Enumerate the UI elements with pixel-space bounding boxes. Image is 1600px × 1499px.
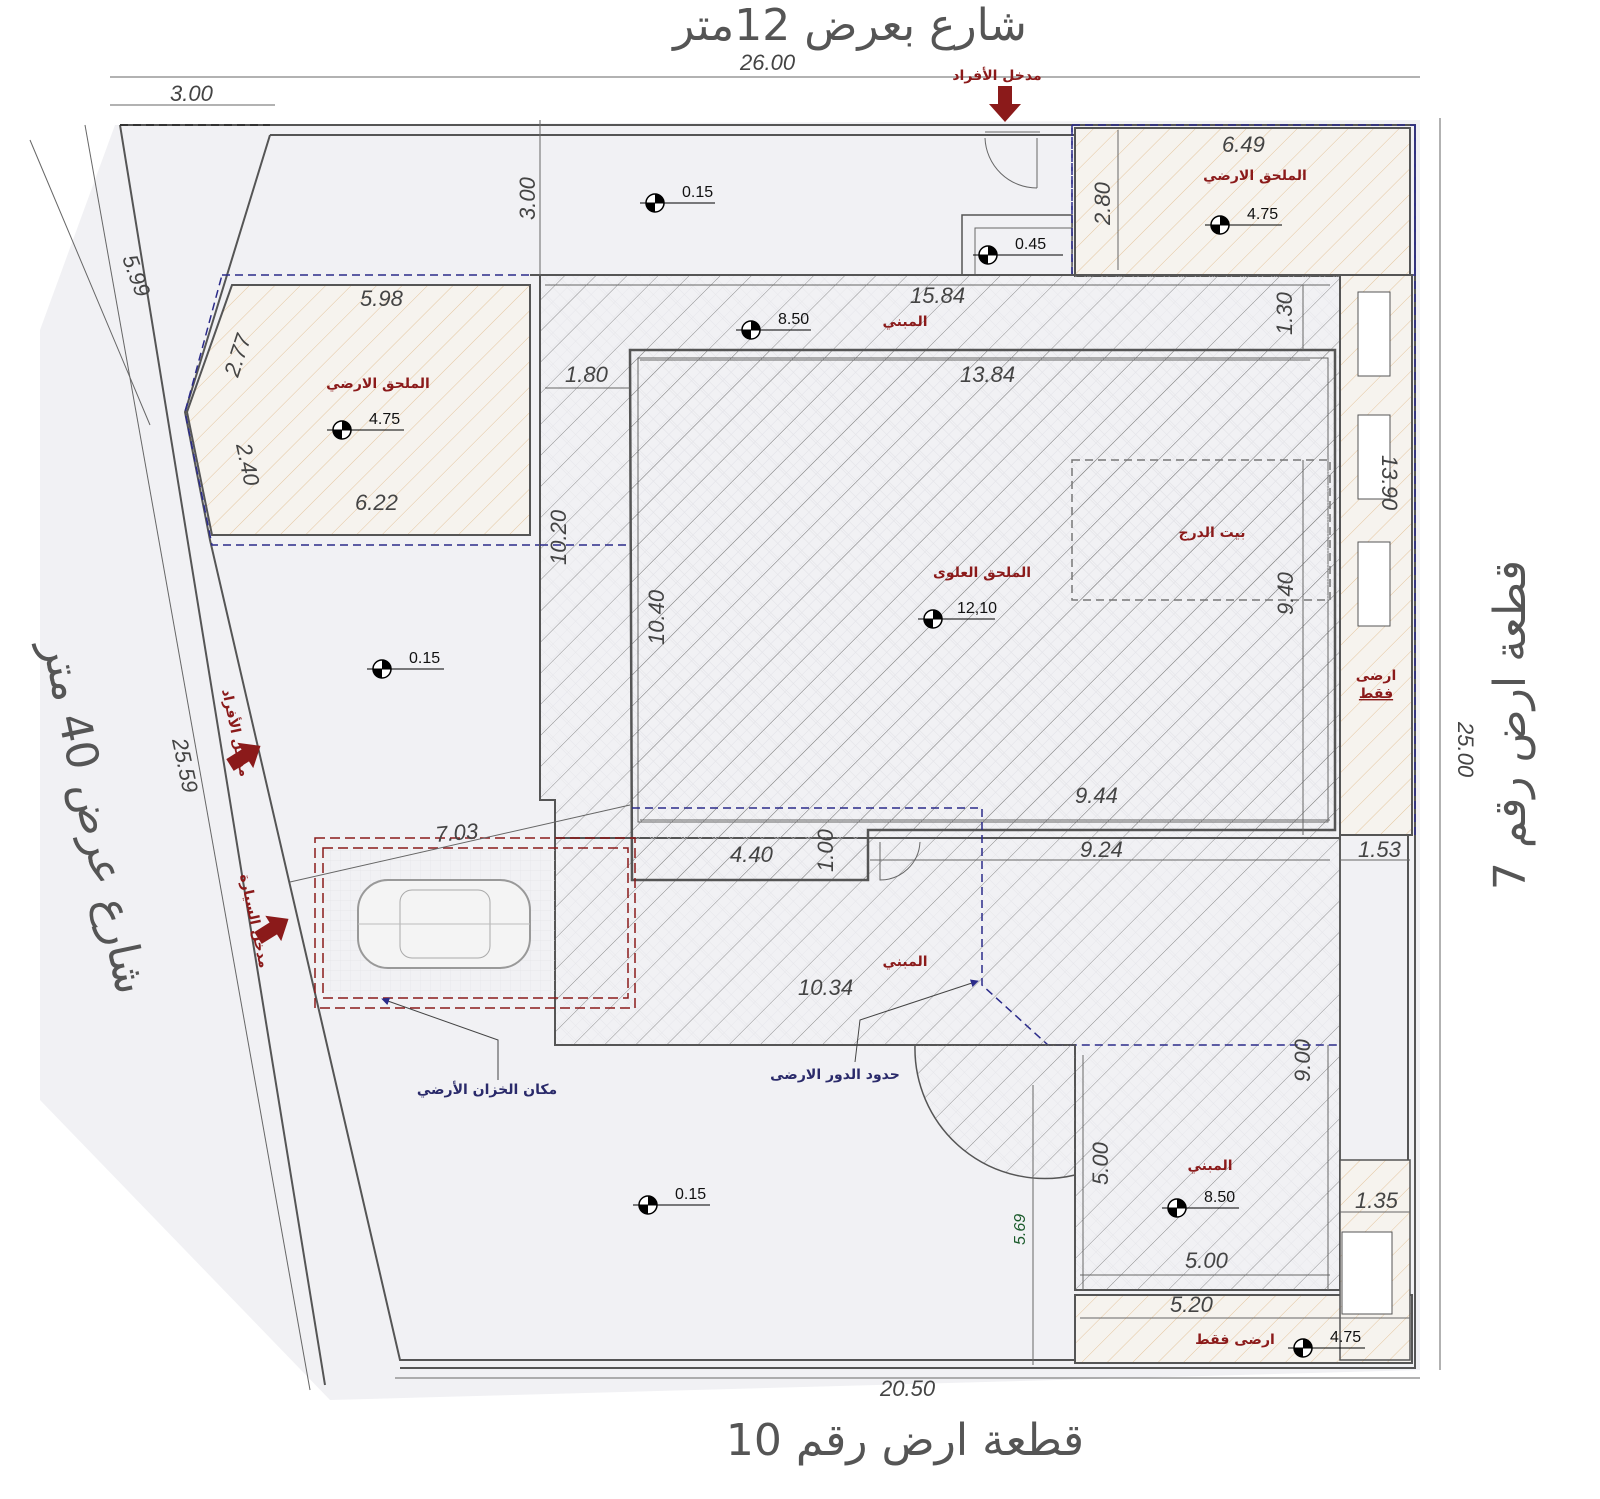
- stair-house: [1071, 459, 1331, 601]
- dim-text: 5.69: [1012, 1214, 1029, 1245]
- area-label: المبني: [882, 954, 927, 970]
- area-label: الملحق الارضي: [1203, 168, 1307, 184]
- dim-text: 6.49: [1222, 132, 1265, 157]
- level-marker: 8.50: [1162, 1189, 1239, 1218]
- level-marker: 0.15: [640, 184, 715, 213]
- tank-leader: [381, 997, 499, 1080]
- dim-text: 5.00: [1088, 1141, 1113, 1185]
- level-markers: 0.15 0.45 4.75 8.50 4.75 12,10 0.15 0.15…: [327, 184, 1365, 1358]
- area-label: المبني: [1187, 1158, 1232, 1174]
- svg-text:0.15: 0.15: [409, 650, 440, 667]
- tank-location-note: مكان الخزان الأرضي: [417, 1081, 557, 1098]
- area-label: بيت الدرج: [1179, 525, 1246, 541]
- svg-text:8.50: 8.50: [778, 311, 809, 328]
- dim-text: 10.20: [546, 509, 571, 565]
- dim-text: 3.00: [170, 81, 214, 106]
- dim-text: 9.44: [1075, 783, 1118, 808]
- dim-text: 3.00: [515, 176, 540, 220]
- dim-text: 20.50: [879, 1376, 936, 1401]
- dim-text: 9.00: [1290, 1038, 1315, 1082]
- level-marker: 0.15: [633, 1186, 710, 1215]
- dim-text: 1.00: [813, 828, 838, 872]
- dim-text: 26.00: [739, 50, 796, 75]
- svg-text:4.75: 4.75: [1330, 1329, 1361, 1346]
- dim-text: 1.35: [1355, 1188, 1399, 1213]
- area-label: ارضى فقط: [1195, 1332, 1275, 1348]
- area-labels: الملحق الارضي الملحق الارضي المبني الملح…: [326, 168, 1396, 1348]
- level-marker: 4.75: [327, 411, 404, 440]
- right-ground-annex: [1074, 127, 1411, 277]
- area-label: الملحق الارضي: [326, 376, 430, 392]
- dim-text: 25.00: [1453, 721, 1478, 778]
- level-marker: 12,10: [918, 600, 997, 629]
- area-label: ارضى: [1356, 668, 1397, 684]
- dim-text: 5.20: [1170, 1292, 1214, 1317]
- dim-text: 5.00: [1185, 1248, 1229, 1273]
- round-terrace: [914, 1044, 1076, 1180]
- entrance-label: مدخل الأفراد: [952, 67, 1041, 84]
- level-marker: 8.50: [736, 311, 811, 340]
- ground-floor-limit-line: [632, 807, 1340, 1046]
- level-marker: 0.45: [973, 236, 1063, 265]
- dimension-labels: 26.00 3.00 3.00 5.99 5.98 2.77 2.40 6.22…: [117, 50, 1478, 1401]
- arrow-right-icon: [254, 915, 289, 944]
- limit-leader: [854, 979, 979, 1063]
- dim-text: 7.03: [434, 818, 480, 847]
- dim-text: 10.40: [644, 589, 669, 645]
- area-label: المبني: [882, 314, 927, 330]
- svg-text:4.75: 4.75: [1247, 206, 1278, 223]
- street-label-right: قطعة ارض رقم 7: [1485, 560, 1536, 890]
- door-icon: [984, 131, 1040, 189]
- dim-text: 5.98: [360, 286, 404, 311]
- dim-text: 9.40: [1273, 571, 1298, 615]
- svg-text:12,10: 12,10: [957, 600, 997, 617]
- dimension-lines: [29, 76, 1441, 1391]
- dim-text: 6.22: [355, 490, 398, 515]
- dim-text: 1.53: [1358, 837, 1402, 862]
- area-label: فقط: [1359, 686, 1393, 702]
- svg-text:8.50: 8.50: [1204, 1189, 1235, 1206]
- arrow-right-icon: [226, 742, 261, 771]
- ground-limit-note: حدود الدور الارضى: [770, 1067, 900, 1083]
- door-icon: [879, 841, 921, 881]
- level-marker: 4.75: [1205, 206, 1282, 235]
- svg-text:0.15: 0.15: [675, 1186, 706, 1203]
- dim-text: 4.40: [730, 842, 774, 867]
- dim-text: 13.90: [1377, 455, 1402, 511]
- dim-text: 15.84: [910, 283, 965, 308]
- dim-text: 2.80: [1090, 181, 1115, 226]
- dim-text: 9.24: [1080, 837, 1123, 862]
- dim-text: 10.34: [798, 975, 853, 1000]
- level-marker: 0.15: [367, 650, 444, 679]
- left-annex-boundary: [184, 274, 541, 546]
- arrow-down-icon: [989, 86, 1021, 122]
- svg-text:4.75: 4.75: [369, 411, 400, 428]
- parking-area: [314, 837, 636, 1009]
- level-marker: 4.75: [1288, 1329, 1365, 1358]
- entrance-top: مدخل الأفراد: [952, 67, 1042, 122]
- building-lower: [554, 837, 1341, 1291]
- car-icon: [357, 879, 531, 969]
- street-label-top: شارع بعرض 12متر: [671, 0, 1027, 51]
- street-label-bottom: قطعة ارض رقم 10: [726, 1415, 1084, 1466]
- dim-text: 13.84: [960, 362, 1015, 387]
- svg-text:0.45: 0.45: [1015, 236, 1046, 253]
- svg-text:0.15: 0.15: [682, 184, 713, 201]
- left-ground-annex: [185, 284, 531, 536]
- area-label: الملحق العلوى: [933, 565, 1031, 581]
- dim-text: 1.80: [565, 362, 609, 387]
- dim-text: 1.30: [1272, 291, 1297, 335]
